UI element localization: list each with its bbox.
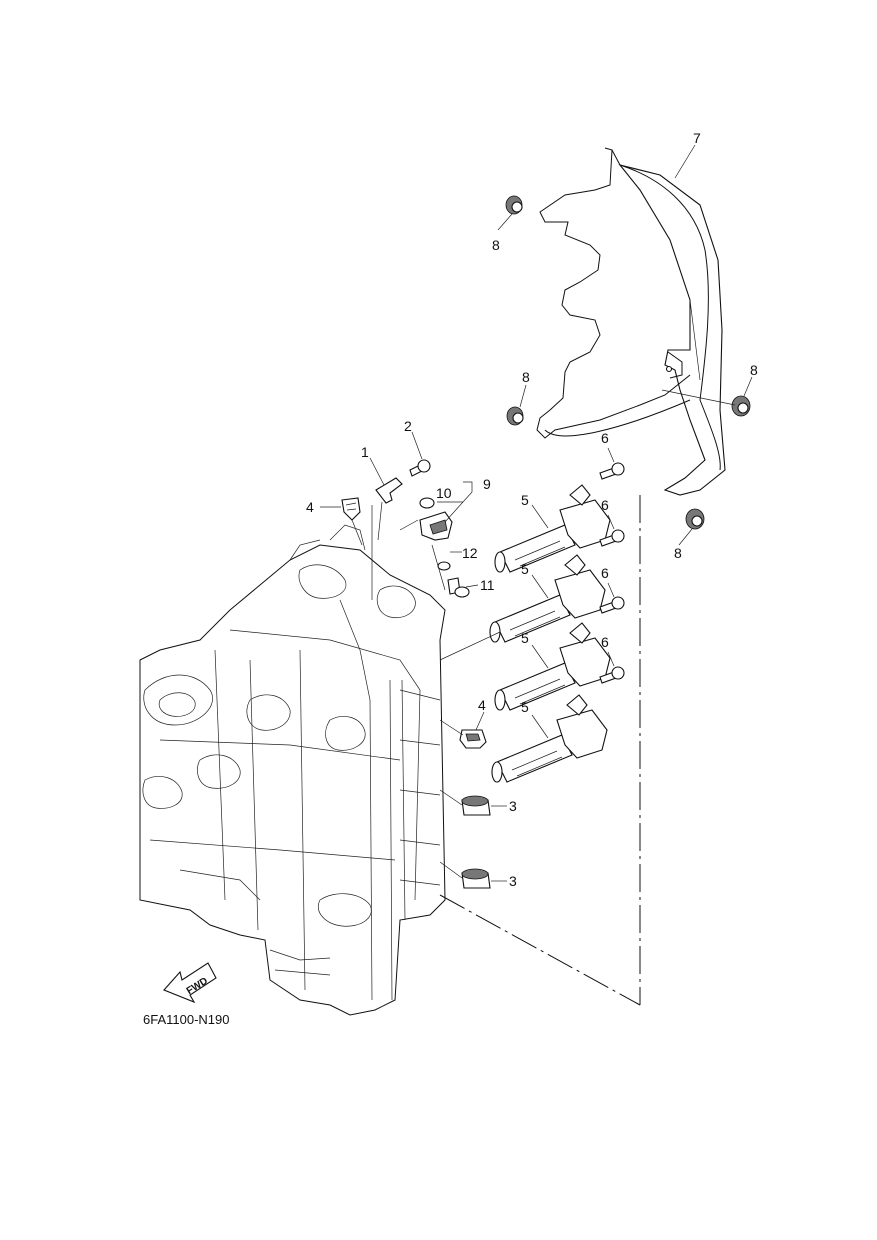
callout-8-top: 8: [492, 237, 500, 253]
callout-6d: 6: [601, 634, 609, 650]
callout-11: 11: [480, 577, 495, 593]
callouts: 7 8 8 8 8 1 2 4 4 10 9 12 11 5 5 5 5 6 6…: [306, 130, 758, 889]
callout-8-bottom: 8: [674, 545, 682, 561]
clamp-3-upper[interactable]: [461, 795, 491, 816]
screw-part-2[interactable]: [409, 459, 431, 477]
sensor-part-9[interactable]: [419, 511, 453, 541]
bolt-6b[interactable]: [599, 529, 625, 547]
bolt-6c[interactable]: [599, 596, 625, 614]
callout-6a: 6: [601, 430, 609, 446]
callout-8-right: 8: [750, 362, 758, 378]
bolt-6a[interactable]: [599, 462, 625, 480]
callout-12: 12: [462, 545, 478, 561]
callout-6b: 6: [601, 497, 609, 513]
grommet-middle-left[interactable]: [506, 406, 524, 426]
callout-1: 1: [361, 444, 369, 460]
callout-5a: 5: [521, 492, 529, 508]
callout-5d: 5: [521, 699, 529, 715]
ignition-coil-3[interactable]: [494, 622, 611, 711]
callout-10: 10: [436, 485, 452, 501]
bracket-part-1[interactable]: [375, 477, 403, 504]
ignition-coil-2[interactable]: [489, 554, 606, 643]
callout-9: 9: [483, 476, 491, 492]
clip-part-4-lower[interactable]: [459, 729, 487, 749]
engine-cover: [536, 147, 726, 496]
ignition-coil-1[interactable]: [494, 484, 611, 573]
callout-4-lower: 4: [478, 697, 486, 713]
callout-7: 7: [693, 130, 701, 146]
bolt-6d[interactable]: [599, 666, 625, 684]
fwd-arrow-icon: FWD: [163, 962, 217, 1004]
engine-block: [139, 524, 446, 1016]
callout-3-lower: 3: [509, 873, 517, 889]
grommet-top[interactable]: [505, 195, 523, 215]
grommet-right[interactable]: [731, 395, 751, 417]
grommet-bottom[interactable]: [685, 508, 705, 530]
callout-6c: 6: [601, 565, 609, 581]
clip-part-4-top[interactable]: [341, 497, 361, 521]
oring-part-10[interactable]: [419, 497, 435, 509]
leader-lines: [320, 144, 753, 1006]
callout-5b: 5: [521, 561, 529, 577]
washer-part-12[interactable]: [437, 561, 451, 571]
callout-4-top: 4: [306, 499, 314, 515]
clamp-3-lower[interactable]: [461, 868, 491, 889]
callout-5c: 5: [521, 630, 529, 646]
callout-8-middle: 8: [522, 369, 530, 385]
diagram-code: 6FA1100-N190: [143, 1012, 230, 1027]
callout-3-upper: 3: [509, 798, 517, 814]
ignition-coil-4[interactable]: [491, 694, 608, 783]
callout-2: 2: [404, 418, 412, 434]
bolt-part-11[interactable]: [447, 577, 470, 598]
